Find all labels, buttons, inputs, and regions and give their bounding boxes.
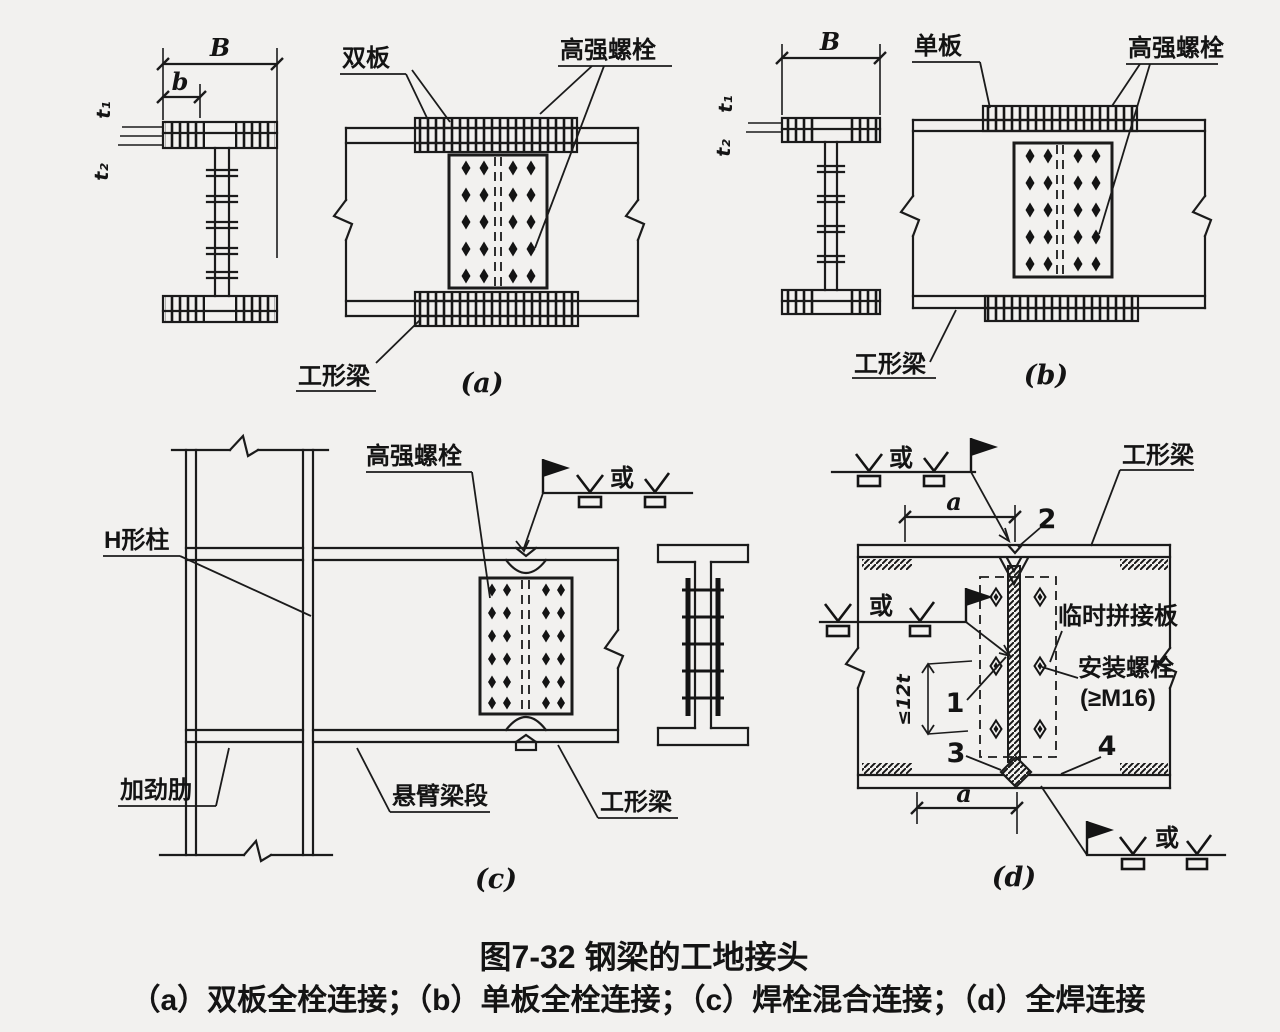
dim-web-weld: ≤12t xyxy=(893,660,973,736)
dim-b: b xyxy=(172,67,189,96)
svg-text:a: a xyxy=(946,487,962,516)
label-hs-bolt-b: 高强螺栓 xyxy=(1128,34,1224,62)
beam-side-section-c xyxy=(656,543,750,747)
weld-symbol-group-d-mid xyxy=(818,586,1012,658)
label-stiffener: 加劲肋 xyxy=(120,777,192,804)
web-bolt-rows-a xyxy=(205,168,239,280)
beam-elevation-b xyxy=(899,104,1213,323)
groove-weld-symbol-icon xyxy=(575,473,605,509)
flange-weld-hatch xyxy=(1120,763,1168,774)
beam-elevation-a xyxy=(332,116,646,328)
bevel-weld-symbol-icon xyxy=(908,600,936,638)
flange-weld-hatch xyxy=(1120,559,1168,570)
bevel-weld-symbol-icon xyxy=(643,471,671,509)
beam-cross-section-a xyxy=(118,48,285,324)
bevel-weld-symbol-icon xyxy=(1185,833,1213,871)
weld-symbol-group-c xyxy=(515,457,694,553)
web-splice-plate xyxy=(478,576,574,716)
weld-access-hole xyxy=(999,755,1033,789)
label-cantilever-segment: 悬臂梁段 xyxy=(392,782,488,810)
mark-4: 4 xyxy=(1098,731,1117,762)
svg-text:a: a xyxy=(956,779,972,808)
mark-1: 1 xyxy=(946,688,965,719)
label-hs-bolt-a: 高强螺栓 xyxy=(560,36,656,64)
label-h-column: H形柱 xyxy=(104,527,169,554)
beam-cross-section-b xyxy=(746,44,888,316)
label-i-beam-c: 工形梁 xyxy=(600,788,672,816)
label-hs-bolt-c: 高强螺栓 xyxy=(366,442,462,470)
panel-tag-b: (b) xyxy=(1024,360,1068,391)
panel-tag-d: (d) xyxy=(992,862,1036,893)
flange-weld-hatch xyxy=(862,559,912,570)
label-i-beam-d: 工形梁 xyxy=(1122,441,1194,469)
dim-t2: t₂ xyxy=(713,139,735,157)
mark-2: 2 xyxy=(1038,504,1057,535)
label-i-beam-a: 工形梁 xyxy=(298,362,370,390)
dim-t1: t₁ xyxy=(715,95,737,112)
figure-title: 图7-32 钢梁的工地接头 xyxy=(480,939,809,975)
dim-B: B xyxy=(819,27,840,56)
panel-b: B t₁ t₂ 单板 高强螺栓 工形梁 (b) xyxy=(713,27,1224,391)
weld-symbol-group-d-top xyxy=(830,436,1011,543)
panel-tag-c: (c) xyxy=(475,864,517,895)
top-flange-splice-plates xyxy=(415,118,577,152)
label-or-c: 或 xyxy=(610,465,634,492)
beam-elevation-d xyxy=(844,543,1178,790)
field-weld-flag-icon xyxy=(541,457,572,495)
mark-3: 3 xyxy=(947,738,966,769)
flange-weld-hatch xyxy=(862,763,912,774)
label-or-d3: 或 xyxy=(1155,825,1179,852)
groove-weld-symbol-icon xyxy=(854,452,884,488)
flange-weld-top xyxy=(504,558,548,575)
label-install-bolt: 安装螺栓 xyxy=(1078,654,1174,682)
panel-tag-a: (a) xyxy=(460,368,503,399)
groove-weld-symbol-icon xyxy=(1118,835,1148,871)
bolt-grid xyxy=(461,160,536,284)
thickness-leaders-b xyxy=(746,122,781,133)
label-or-d1: 或 xyxy=(889,445,913,472)
web-bolt-rows-b xyxy=(816,164,846,264)
svg-text:≤12t: ≤12t xyxy=(893,673,915,725)
h-column xyxy=(158,433,334,863)
label-single-plate: 单板 xyxy=(914,33,963,60)
web-splice-plate xyxy=(1012,141,1114,279)
section-bolt-rows xyxy=(682,588,724,700)
thickness-leaders-a xyxy=(118,126,162,146)
dim-t2: t₂ xyxy=(91,163,113,181)
top-flange-single-plate xyxy=(983,106,1137,131)
label-double-plate: 双板 xyxy=(342,45,391,72)
field-weld-flag-icon xyxy=(1085,819,1116,857)
bolt-grid xyxy=(1025,148,1101,272)
temporary-splice-plate-outline xyxy=(979,576,1057,758)
label-temp-splice-plate: 临时拼接板 xyxy=(1058,602,1179,630)
bolt-grid xyxy=(488,583,565,710)
label-or-d2: 或 xyxy=(869,593,893,620)
panel-d: a a ≤12t 或 工形梁 或 临时拼接板 安装螺栓 (≥M16) xyxy=(818,436,1227,893)
backing-plate xyxy=(514,740,538,752)
bolt-grid xyxy=(989,586,1047,740)
label-i-beam-b: 工形梁 xyxy=(854,350,926,378)
weld-symbol-group-d-bottom xyxy=(1040,785,1227,871)
flange-weld-bottom xyxy=(504,715,548,732)
flange-weld-notch-top xyxy=(514,546,538,558)
dim-a-top: a xyxy=(897,487,1023,542)
dim-B: B xyxy=(209,33,230,62)
figure-caption: （a）双板全栓连接；（b）单板全栓连接；（c）焊栓混合连接；（d）全焊连接 xyxy=(130,983,1145,1017)
panel-a: B b t₁ t₂ 双板 高强螺栓 工形梁 (a) xyxy=(91,33,672,399)
web-butt-weld xyxy=(1007,565,1021,763)
dim-a-bottom: a xyxy=(909,779,1025,834)
bevel-weld-symbol-icon xyxy=(922,450,950,488)
bottom-flange-splice-plates xyxy=(415,292,578,326)
web-splice-plate xyxy=(447,153,549,290)
groove-weld-symbol-icon xyxy=(823,602,853,638)
beam-elevation-c xyxy=(311,546,625,752)
dim-t1: t₁ xyxy=(93,101,115,118)
label-install-bolt-size: (≥M16) xyxy=(1080,685,1156,712)
panel-c: H形柱 高强螺栓 或 加劲肋 悬臂梁段 工形梁 (c) xyxy=(103,433,750,895)
field-weld-flag-icon xyxy=(969,436,1000,474)
